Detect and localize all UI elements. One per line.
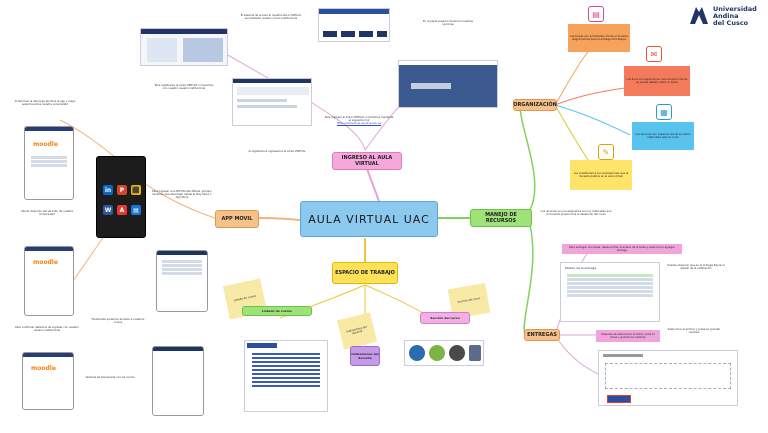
screenshot-agregar-entrega xyxy=(598,350,738,406)
note-app-download: Para ingresar a la APP Moodle Mobile, pr… xyxy=(152,190,212,200)
aula-virtual-link[interactable]: https://aulavirtual.uandina.edu.pe xyxy=(336,122,382,126)
note-link: Para ingresar al AULA VIRTUAL lo hacemos… xyxy=(324,116,394,126)
branch-entregas[interactable]: ENTREGAS xyxy=(524,329,560,341)
phone-server-config: moodle xyxy=(24,246,74,316)
screenshot-campus xyxy=(398,60,498,108)
screenshot-section-icons xyxy=(404,340,484,366)
branch-espacio-trabajo[interactable]: ESPACIO DE TRABAJO xyxy=(332,262,398,284)
brand-line-1: Universidad xyxy=(713,5,757,13)
central-topic[interactable]: AULA VIRTUAL UAC xyxy=(300,201,438,237)
moodle-logo: moodle xyxy=(33,141,58,148)
card-tareas: Las tareas son actividades donde el doce… xyxy=(568,24,630,52)
phone-moodle-select: moodle xyxy=(24,126,74,200)
phone-play-store: in P ⬛ W A ▤ xyxy=(96,156,146,238)
note-servidor: Ubicar dirección del servidor de nuestra… xyxy=(21,210,73,217)
note-confirmar: Para confirmar debemos de ingresar con n… xyxy=(15,326,79,333)
brand-line-2: Andina xyxy=(713,12,739,21)
sub-seccion[interactable]: Sección del curso xyxy=(420,312,470,324)
guardar-cambios-button[interactable] xyxy=(607,395,631,403)
screenshot-login-page xyxy=(140,28,228,66)
note-acceso: El sistema de acceso al nuestra AULA VIR… xyxy=(240,14,302,21)
branch-ingreso[interactable]: INGRESO AL AULA VIRTUAL xyxy=(332,152,402,170)
sub-cursos[interactable]: Listado de cursos xyxy=(242,306,312,316)
branch-app-movil[interactable]: APP MOVIL xyxy=(215,210,259,228)
note-seleccionar: Selecciona el archivo y pulsa en guardar… xyxy=(667,328,721,335)
moodle-logo-3: moodle xyxy=(31,365,56,372)
note-recursos: Los recursos en una asignatura son los m… xyxy=(540,210,612,217)
phone-cursos xyxy=(156,250,208,312)
card-entregar-tarea: Para entregar una tarea, debes entrar al… xyxy=(562,244,682,254)
card-cuestionarios: Los cuestionarios son evaluaciones que e… xyxy=(570,160,632,190)
branch-manejo-recursos[interactable]: MANEJO DE RECURSOS xyxy=(470,209,532,227)
folder-icon: ▦ xyxy=(656,104,672,120)
note-link-text: Para ingresar al AULA VIRTUAL lo hacemos… xyxy=(324,116,394,123)
moodle-logo-2: moodle xyxy=(33,259,58,266)
sub-indicaciones[interactable]: Indicaciones del docente xyxy=(350,346,380,366)
screenshot-user-dashboard xyxy=(232,78,312,126)
note-descarga: Al terminar la descarga abrimos la app y… xyxy=(14,100,76,107)
note-estado: Puedes observar que en la entrega figura… xyxy=(667,264,725,271)
estado-entrega-title: Estado de la entrega xyxy=(565,266,597,270)
chat-icon: ✉ xyxy=(646,46,662,62)
note-finalmente: Finalmente podemos acceder a nuestros cu… xyxy=(91,318,145,325)
note-opciones: En la parte superior tenemos nuestras op… xyxy=(423,20,473,27)
note-registrarnos: Al registrarnos ingresamos al AULA VIRTU… xyxy=(248,150,306,153)
quiz-icon: ✎ xyxy=(598,144,614,160)
screenshot-top-options xyxy=(318,8,390,42)
branch-organizacion[interactable]: ORGANIZACIÓN xyxy=(513,99,557,111)
phone-bienvenida xyxy=(152,346,204,416)
screenshot-estado-entrega: Estado de la entrega xyxy=(560,262,660,322)
note-registro: Para registrarse al AULA VIRTUAL lo hace… xyxy=(154,84,214,91)
document-icon: ▤ xyxy=(588,6,604,22)
university-logo-icon xyxy=(690,7,708,24)
brand-line-3: del Cusco xyxy=(713,19,749,28)
card-recursos: Los recursos son espacios donde se suben… xyxy=(632,122,694,150)
note-bienvenida: Ventana de bienvenida con los cursos xyxy=(85,376,135,379)
brand-name: Universidad Andina del Cusco xyxy=(713,5,757,28)
card-guardar: Después de seleccionar el botón, sube tu… xyxy=(596,330,660,342)
card-foros: Los foros son espacios de comunicación d… xyxy=(624,66,690,96)
phone-login: moodle xyxy=(22,352,74,410)
screenshot-course-list xyxy=(244,340,328,412)
